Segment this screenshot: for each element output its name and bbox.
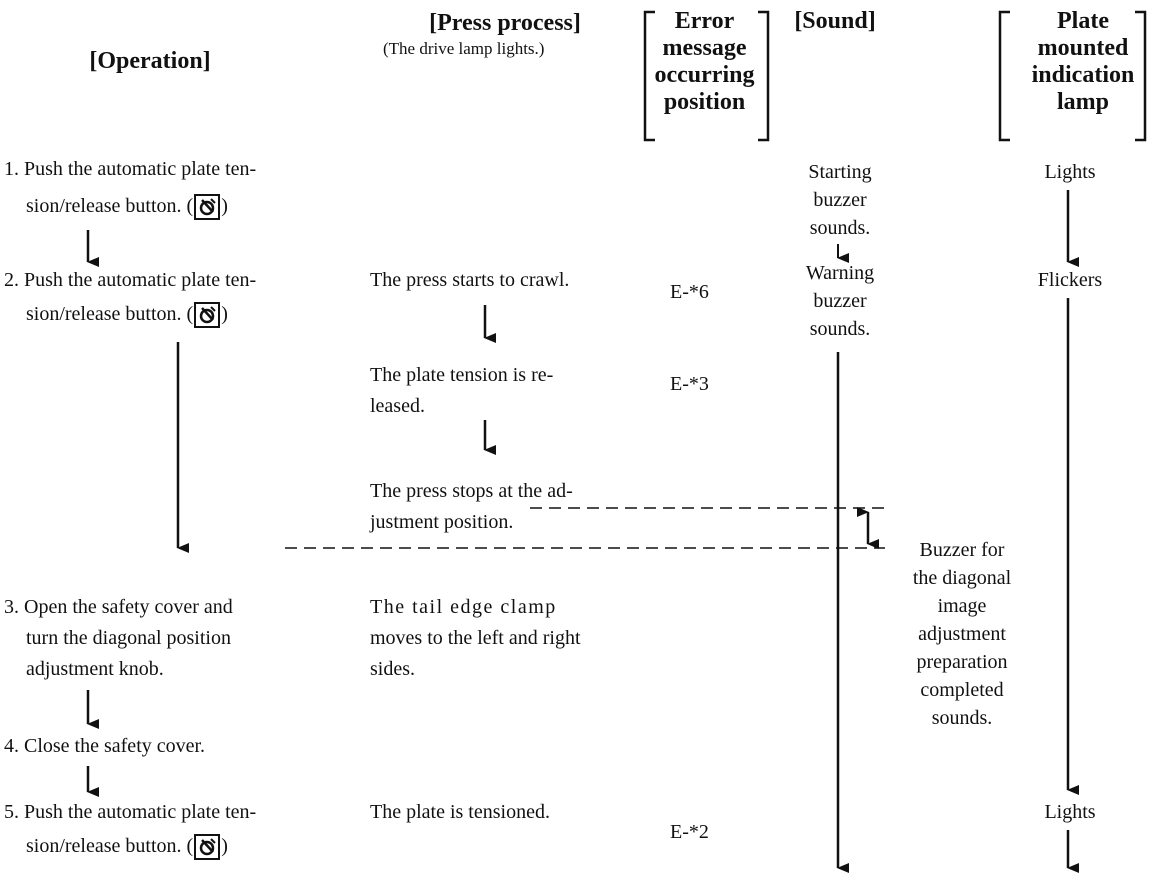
error-header-bracket <box>643 10 770 142</box>
press-step-clamp-line3: sides. <box>370 658 415 680</box>
press-step-clamp-line2: moves to the left and right <box>370 627 581 649</box>
lamp-flickers: Flickers <box>1037 269 1103 291</box>
lamp-lights-2: Lights <box>1044 801 1096 823</box>
operation-step-1-close: ) <box>221 195 228 217</box>
operation-step-2-line2: sion/release button. () <box>26 302 228 328</box>
sound-diagonal-line4: adjustment <box>918 623 1006 645</box>
operation-step-5-text: sion/release button. ( <box>26 835 194 857</box>
plate-tension-button-icon <box>194 834 221 860</box>
lamp-header-line2: mounted <box>1037 35 1129 61</box>
error-header-line3: occurring <box>654 62 755 88</box>
operation-step-3-line2: turn the diagonal position <box>26 627 231 649</box>
operation-step-2-close: ) <box>221 303 228 325</box>
operation-step-3-line3: adjustment knob. <box>26 658 164 680</box>
operation-step-1-line1: 1. Push the automatic plate ten- <box>4 158 257 180</box>
sound-warning-line1: Warning <box>805 262 875 284</box>
plate-tension-button-icon <box>194 302 221 328</box>
operation-step-1-text: sion/release button. ( <box>26 195 194 217</box>
operation-step-2-text: sion/release button. ( <box>26 303 194 325</box>
operation-step-1-line2: sion/release button. () <box>26 194 228 220</box>
error-message: E-*6 <box>670 281 709 303</box>
operation-step-2-line1: 2. Push the automatic plate ten- <box>4 269 257 291</box>
operation-step-4: 4. Close the safety cover. <box>4 735 206 757</box>
sound-starting-line3: sounds. <box>809 217 871 239</box>
error-header-line2: message <box>662 35 747 61</box>
sound-warning-line3: sounds. <box>809 318 871 340</box>
operation-step-5-line1: 5. Push the automatic plate ten- <box>4 801 257 823</box>
sound-diagonal-line2: the diagonal <box>912 567 1012 589</box>
lamp-lights-1: Lights <box>1044 161 1096 183</box>
sound-diagonal-line5: preparation <box>916 651 1008 673</box>
press-step-release-line2: leased. <box>370 395 425 417</box>
error-header-line4: position <box>663 89 746 115</box>
press-step-stop-line2: justment position. <box>370 511 514 533</box>
press-step-release-line1: The plate tension is re- <box>370 364 554 386</box>
lamp-header-line1: Plate <box>1057 8 1109 34</box>
lamp-header-line4: lamp <box>1056 89 1109 115</box>
press-step-stop-line1: The press stops at the ad- <box>370 480 573 502</box>
press-step-tensioned: The plate is tensioned. <box>370 801 550 823</box>
sound-warning-line2: buzzer <box>813 290 867 312</box>
plate-tension-button-icon <box>194 194 221 220</box>
error-header-line1: Error <box>674 8 735 34</box>
sound-header: [Sound] <box>794 8 876 34</box>
sound-diagonal-line7: sounds. <box>931 707 993 729</box>
sound-starting-line1: Starting <box>808 161 872 183</box>
error-message: E-*3 <box>670 373 709 395</box>
lamp-header-bracket <box>998 10 1147 142</box>
press-process-subheader: (The drive lamp lights.) <box>383 39 545 58</box>
lamp-header-line3: indication <box>1031 62 1135 88</box>
operation-step-5-close: ) <box>221 835 228 857</box>
error-message: E-*2 <box>670 821 709 843</box>
press-step-crawl: The press starts to crawl. <box>370 269 570 291</box>
sound-diagonal-line1: Buzzer for <box>919 539 1005 561</box>
operation-step-5-line2: sion/release button. () <box>26 834 228 860</box>
operation-step-3-line1: 3. Open the safety cover and <box>4 596 233 618</box>
press-process-header: [Press process] <box>429 10 581 36</box>
operation-header: [Operation] <box>89 48 211 74</box>
sound-diagonal-line6: completed <box>920 679 1004 701</box>
press-step-clamp-line1: The tail edge clamp <box>370 596 557 618</box>
sound-diagonal-line3: image <box>937 595 987 617</box>
sound-starting-line2: buzzer <box>813 189 867 211</box>
